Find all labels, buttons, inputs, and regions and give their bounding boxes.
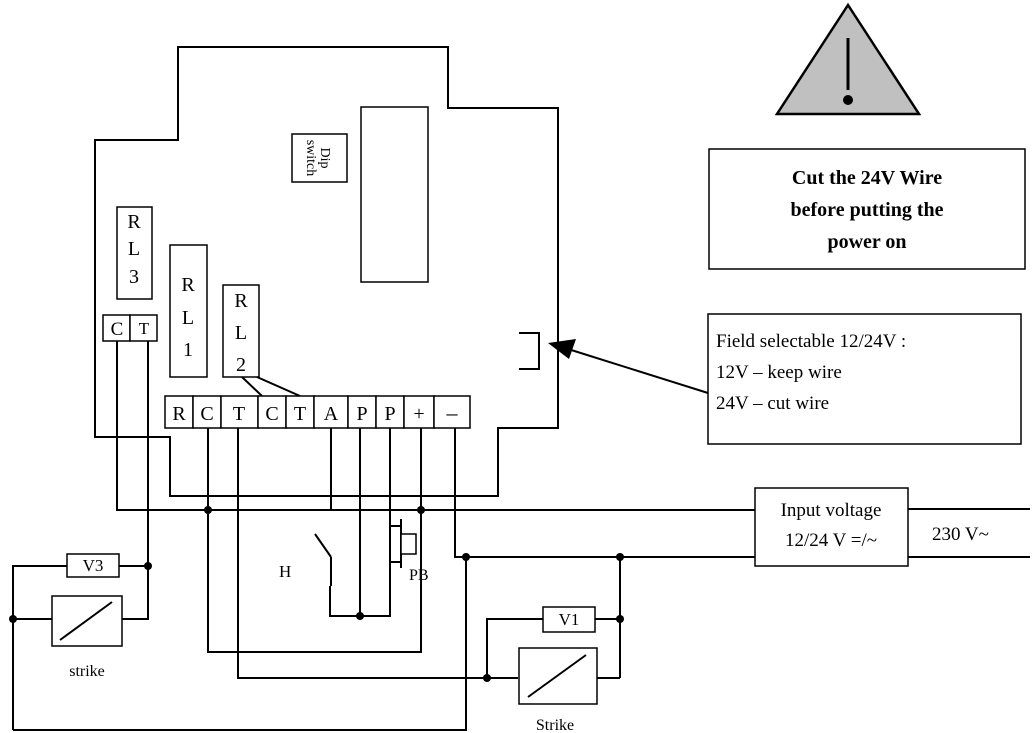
wire-p2 <box>360 428 391 617</box>
terminal-plus: + <box>413 403 424 425</box>
relay-rl3-letter-1: R <box>127 211 141 233</box>
terminal-c1: C <box>200 403 213 425</box>
board-outline <box>94 46 559 497</box>
push-button-icon <box>390 519 417 568</box>
terminal-r: R <box>172 403 186 425</box>
relay-rl1 <box>169 244 208 378</box>
strike-left-label: strike <box>69 663 105 680</box>
relay-rl3-letter-2: L <box>128 238 140 260</box>
terminal-t2: T <box>294 403 306 425</box>
junction-dots <box>9 506 624 682</box>
field-note-line-1: Field selectable 12/24V : <box>716 331 906 352</box>
terminal-p2: P <box>384 403 395 425</box>
input-voltage-line-1: Input voltage <box>781 500 882 521</box>
wire-v1-left <box>486 618 543 678</box>
terminal-p1: P <box>356 403 367 425</box>
warning-line-3: power on <box>827 231 906 253</box>
dip-switch-block <box>360 106 429 283</box>
warning-line-1: Cut the 24V Wire <box>792 167 942 189</box>
svg-text:C: C <box>111 319 124 340</box>
svg-text:V3: V3 <box>83 556 104 575</box>
field-select-wire-bracket <box>519 332 540 370</box>
rl2-lead-1 <box>241 376 263 397</box>
relay-rl2-letter-1: R <box>234 290 248 312</box>
field-note-box <box>707 313 1022 445</box>
rl3-terminal-t <box>129 314 158 342</box>
relay-rl2 <box>222 284 260 378</box>
strike-right-label: Strike <box>536 717 574 733</box>
h-switch-contact <box>314 533 332 558</box>
relay-rl2-letter-3: 2 <box>236 354 246 376</box>
terminal-strip: R C T C T A P P + – <box>164 395 471 429</box>
wire-minus <box>454 428 755 558</box>
input-voltage-line-2: 12/24 V =/~ <box>785 530 877 551</box>
terminal-c2: C <box>265 403 278 425</box>
field-note-line-3: 24V – cut wire <box>716 393 829 414</box>
svg-text:V1: V1 <box>559 610 580 629</box>
wire-t1 <box>237 428 518 679</box>
rl2-lead-2 <box>256 376 301 397</box>
h-switch-label: H <box>279 562 291 581</box>
relay-rl3-letter-3: 3 <box>129 266 139 288</box>
relay-rl1-letter-2: L <box>182 307 194 329</box>
dip-switch-label-box <box>291 133 348 183</box>
dip-switch-label: Dip switch <box>303 140 332 177</box>
field-note-arrow <box>567 348 709 394</box>
relay-rl2-letter-2: L <box>235 322 247 344</box>
input-voltage-box <box>754 487 909 567</box>
field-note-line-2: 12V – keep wire <box>716 362 842 383</box>
terminal-minus: – <box>446 400 459 425</box>
terminal-t1: T <box>233 403 245 425</box>
wire-c1 <box>207 428 422 653</box>
warning-message-box <box>708 148 1026 270</box>
svg-text:switch: switch <box>303 140 318 177</box>
wire-r-loop <box>116 341 755 511</box>
relay-rl1-letter-1: R <box>181 274 195 296</box>
terminal-a: A <box>324 403 339 425</box>
relay-rl3 <box>116 206 153 300</box>
wire-v3-left <box>12 565 67 730</box>
varistor-v1 <box>542 606 596 633</box>
mains-voltage-label: 230 V~ <box>932 524 989 545</box>
warning-line-2: before putting the <box>791 199 944 221</box>
svg-text:Dip: Dip <box>317 148 332 169</box>
warning-triangle-icon <box>774 2 922 116</box>
svg-text:T: T <box>139 319 150 338</box>
wire-p1 <box>329 428 361 617</box>
push-button-label: PB <box>409 567 429 584</box>
relay-rl1-letter-3: 1 <box>183 339 193 361</box>
